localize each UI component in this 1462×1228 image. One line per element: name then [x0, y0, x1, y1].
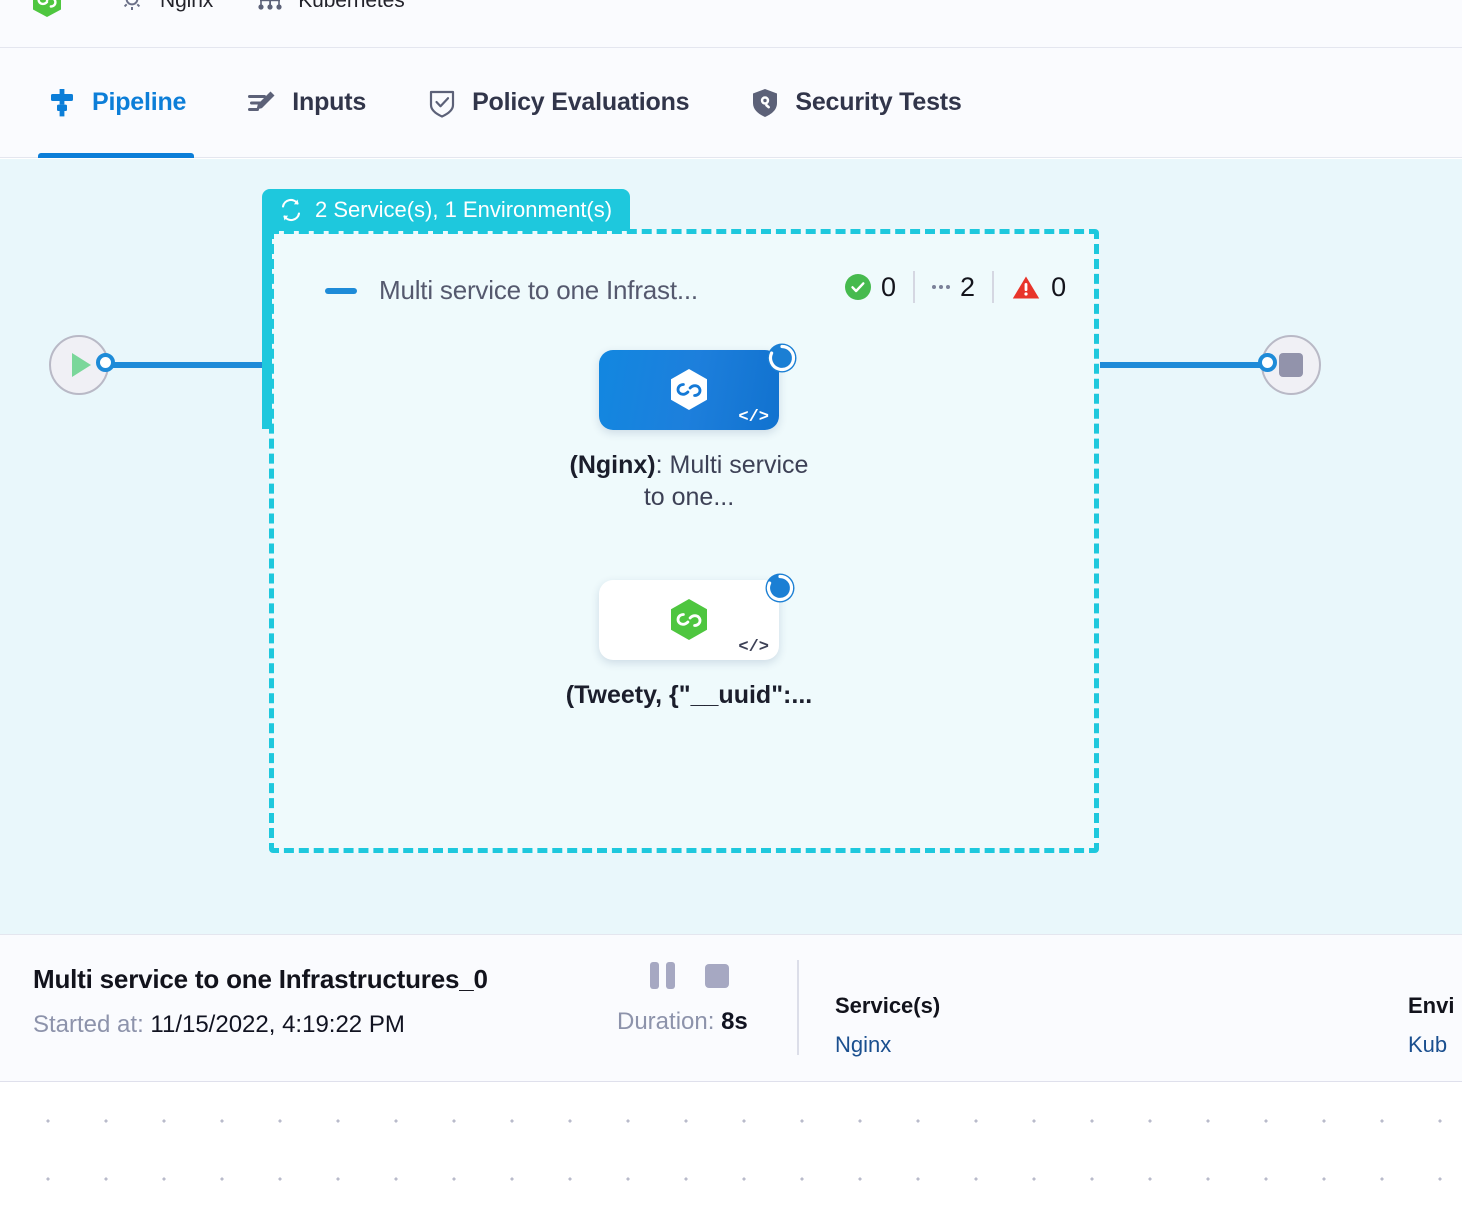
check-icon: [851, 282, 865, 293]
execution-title: Multi service to one Infrastructures_0: [33, 964, 488, 994]
breadcrumb-item-label: Nginx: [160, 0, 214, 12]
service-node-nginx-desc: : Multi service to one...: [643, 451, 809, 511]
status-divider: [992, 271, 995, 303]
warning-triangle-icon: [1012, 276, 1040, 298]
execution-tabs: Pipeline Inputs Policy Evaluations: [0, 48, 1462, 158]
play-icon: [72, 353, 91, 377]
status-success-count: 0: [881, 271, 897, 302]
footer-column-title: Service(s): [835, 993, 941, 1018]
breadcrumb: Nginx Kubernetes: [0, 0, 1462, 48]
tab-label: Security Tests: [795, 88, 962, 116]
harness-hexagon-logo-icon: [33, 0, 61, 17]
tab-policy-evaluations[interactable]: Policy Evaluations: [418, 48, 697, 158]
group-stage-header[interactable]: Multi service to one Infrast...: [325, 275, 698, 306]
service-node-tweety-caption: (Tweety, {"__uuid":...: [559, 679, 819, 711]
breadcrumb-item-project[interactable]: [30, 0, 75, 17]
collapse-toggle-icon[interactable]: [325, 287, 357, 294]
ellipsis-icon: [932, 285, 951, 289]
service-node-tweety-name: (Tweety, {"__uuid":...: [565, 681, 813, 709]
status-success: 0: [845, 272, 913, 303]
shield-check-icon: [429, 90, 455, 118]
harness-hexagon-green-icon: [671, 599, 707, 640]
footer-divider: [797, 960, 799, 1055]
breadcrumb-item-service[interactable]: Nginx: [115, 0, 213, 16]
group-stage-badge[interactable]: 2 Service(s), 1 Environment(s): [262, 189, 631, 231]
duration-label: Duration:: [617, 1008, 715, 1035]
pipeline-canvas[interactable]: 2 Service(s), 1 Environment(s) Multi ser…: [0, 159, 1462, 934]
tab-security-tests[interactable]: Security Tests: [741, 48, 969, 158]
group-left-accent-bar: [262, 229, 272, 429]
shield-scan-icon: [753, 88, 778, 117]
stop-button[interactable]: [705, 963, 729, 988]
footer-column-value[interactable]: Kub: [1408, 1032, 1448, 1057]
footer-column-environments: Envi Kub: [1408, 993, 1454, 1058]
pipeline-icon: [51, 88, 73, 116]
started-at-value: 11/15/2022, 4:19:22 PM: [150, 1011, 405, 1038]
execution-started-at: Started at: 11/15/2022, 4:19:22 PM: [33, 1011, 405, 1039]
gear-icon: [121, 0, 143, 10]
code-glyph-icon: </>: [738, 638, 769, 657]
breadcrumb-item-environment[interactable]: Kubernetes: [253, 0, 405, 16]
running-spinner-icon-tweety: [765, 573, 795, 603]
service-node-nginx-name: (Nginx): [569, 451, 656, 479]
wire-group-to-end: [1100, 362, 1270, 368]
wire-start-to-group: [110, 362, 270, 368]
stop-icon: [1279, 353, 1303, 377]
status-running-count: 2: [960, 271, 976, 302]
footer-column-title: Envi: [1408, 993, 1455, 1018]
footer-column-services: Service(s) Nginx: [835, 993, 940, 1058]
tab-inputs[interactable]: Inputs: [238, 48, 374, 158]
running-spinner-icon-nginx: [767, 343, 797, 373]
group-stage-badge-label: 2 Service(s), 1 Environment(s): [315, 197, 613, 222]
tab-label: Policy Evaluations: [472, 88, 690, 116]
status-running: 2: [915, 272, 992, 303]
service-node-nginx-caption: (Nginx): Multi service to one...: [559, 449, 819, 513]
tab-pipeline[interactable]: Pipeline: [38, 48, 195, 158]
service-node-tweety[interactable]: </>: [599, 580, 779, 660]
service-node-nginx[interactable]: </>: [599, 350, 779, 430]
status-error-count: 0: [1051, 271, 1067, 302]
footer-column-value[interactable]: Nginx: [835, 1032, 892, 1057]
breadcrumb-item-label: Kubernetes: [298, 0, 405, 12]
loop-arrows-icon: [281, 198, 301, 222]
status-divider: [913, 271, 916, 303]
status-error: 0: [994, 272, 1083, 303]
tab-label: Inputs: [292, 88, 367, 116]
canvas-grid-background[interactable]: [0, 1082, 1462, 1228]
started-at-label: Started at:: [33, 1011, 144, 1038]
end-node-connector[interactable]: [1258, 353, 1277, 372]
start-node-connector[interactable]: [96, 353, 115, 372]
duration-value: 8s: [721, 1008, 748, 1035]
playback-controls: [650, 962, 729, 989]
group-status-counters: 0 2 0: [845, 271, 1083, 303]
check-circle-icon: [845, 274, 871, 300]
kubernetes-infra-icon: [258, 0, 282, 10]
tab-label: Pipeline: [92, 88, 187, 116]
pause-button[interactable]: [650, 962, 675, 989]
edit-pencil-icon: [248, 91, 275, 111]
harness-hexagon-white-icon: [671, 369, 707, 410]
group-stage-title: Multi service to one Infrast...: [379, 275, 698, 305]
group-stage-box[interactable]: [269, 229, 1099, 853]
execution-duration: Duration: 8s: [617, 1008, 748, 1036]
execution-summary-bar: Multi service to one Infrastructures_0 S…: [0, 934, 1462, 1082]
code-glyph-icon: </>: [738, 408, 769, 427]
